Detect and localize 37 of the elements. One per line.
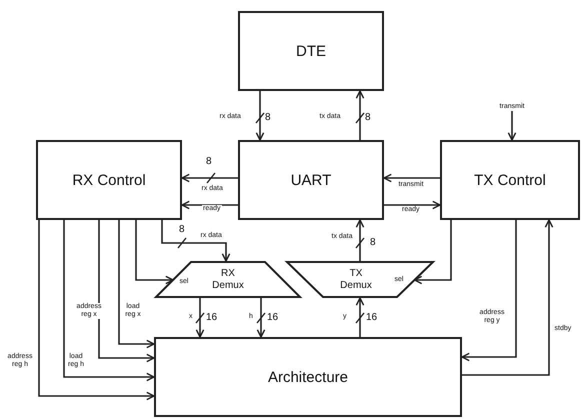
arrow bbox=[462, 219, 554, 376]
block-box: TX Control bbox=[440, 140, 580, 220]
block-label: RX Demux bbox=[211, 268, 245, 292]
bus-width: 8 bbox=[179, 224, 185, 235]
arrow bbox=[256, 91, 264, 141]
bus-width: 16 bbox=[366, 312, 378, 323]
arrow bbox=[383, 174, 440, 182]
block-box: Architecture bbox=[154, 337, 462, 417]
block-label: TX Demux bbox=[339, 268, 373, 292]
arrow bbox=[356, 219, 364, 261]
arrow bbox=[356, 297, 364, 337]
arrow bbox=[384, 200, 441, 210]
arrow bbox=[196, 298, 204, 338]
bus-width: 8 bbox=[365, 112, 371, 123]
block-box: DTE bbox=[238, 11, 384, 91]
arrow bbox=[98, 220, 155, 362]
demux-trapezoid bbox=[287, 261, 433, 298]
arrow bbox=[63, 220, 155, 382]
block-box: UART bbox=[238, 140, 384, 220]
bus-width: 8 bbox=[206, 156, 212, 167]
arrow bbox=[256, 298, 266, 338]
arrow bbox=[508, 111, 516, 141]
arrow bbox=[356, 90, 364, 140]
arrow bbox=[414, 220, 452, 284]
bus-width: 8 bbox=[370, 237, 376, 248]
demux-trapezoid bbox=[156, 261, 300, 298]
bus-width: 8 bbox=[265, 112, 271, 123]
arrow bbox=[135, 220, 174, 284]
arrow bbox=[181, 200, 238, 210]
arrow bbox=[161, 220, 230, 262]
arrow bbox=[38, 220, 155, 400]
block-box: RX Control bbox=[36, 140, 182, 220]
arrow bbox=[181, 174, 238, 182]
bus-width: 16 bbox=[267, 312, 278, 323]
arrow bbox=[461, 220, 517, 362]
arrow bbox=[118, 220, 155, 348]
bus-width: 16 bbox=[206, 312, 218, 323]
